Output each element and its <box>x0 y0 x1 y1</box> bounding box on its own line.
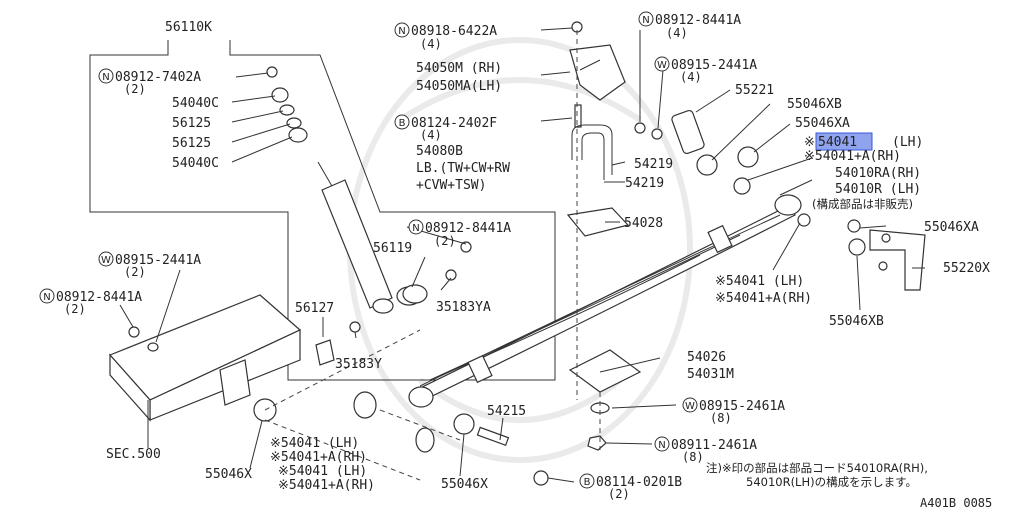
label-55046XB-right[interactable]: 55046XB <box>829 314 884 329</box>
label-08915-2441A-top[interactable]: 08915-2441A <box>671 58 757 73</box>
washer-symbol: W <box>101 255 111 266</box>
label-54026[interactable]: 54026 <box>687 350 726 365</box>
qty-08911-2461A: (8) <box>682 450 704 464</box>
group-outline <box>89 40 556 381</box>
leaf-spring <box>408 194 802 408</box>
label-54041-bl2[interactable]: ※54041 (LH) <box>278 464 367 479</box>
qty-08114-0201B: (2) <box>608 487 630 501</box>
front-hanger-hardware <box>128 241 549 486</box>
washer-symbol: W <box>685 401 695 412</box>
label-54050M[interactable]: 54050M (RH) <box>416 61 502 76</box>
label-54040C-lower[interactable]: 54040C <box>172 156 219 171</box>
label-54040C-upper[interactable]: 54040C <box>172 96 219 111</box>
label-55046XA-right[interactable]: 55046XA <box>924 220 979 235</box>
qty-08912-8441A-mid: (2) <box>434 234 456 248</box>
label-54010RA[interactable]: 54010RA(RH) <box>835 166 921 181</box>
label-54041-highlighted-side: (LH) <box>892 135 923 150</box>
label-56127[interactable]: 56127 <box>295 301 334 316</box>
frame-rail <box>108 294 302 422</box>
label-54041-bl1[interactable]: ※54041 (LH) <box>270 436 359 451</box>
mark-54041-hl: ※ <box>804 135 815 150</box>
upper-mount-stack <box>266 66 308 143</box>
nut-symbol: N <box>398 26 405 37</box>
footnote-line2: 54010R(LH)の構成を示します。 <box>746 475 917 489</box>
nut-symbol: N <box>658 440 665 451</box>
label-54031M[interactable]: 54031M <box>687 367 734 382</box>
label-54041A-bl1[interactable]: ※54041+A(RH) <box>270 450 367 465</box>
qty-08124-2402F: (4) <box>420 128 442 142</box>
label-55220X[interactable]: 55220X <box>943 261 990 276</box>
label-08915-2441A-left[interactable]: 08915-2441A <box>115 253 201 268</box>
leader-lines <box>119 27 925 483</box>
label-56125-b[interactable]: 56125 <box>172 136 211 151</box>
qty-08912-8441A-left: (2) <box>64 302 86 316</box>
label-55046X-left[interactable]: 55046X <box>205 467 252 482</box>
label-sec500[interactable]: SEC.500 <box>106 447 161 462</box>
dashed-guides <box>264 30 601 481</box>
footnote-line1: 注)※印の部品は部品コード54010RA(RH), <box>706 461 928 475</box>
label-54050MA[interactable]: 54050MA(LH) <box>416 79 502 94</box>
label-56110K[interactable]: 56110K <box>165 20 212 35</box>
label-54041-highlighted[interactable]: 54041 <box>818 135 857 150</box>
nut-symbol: N <box>642 15 649 26</box>
label-08912-8441A-left[interactable]: 08912-8441A <box>56 290 142 305</box>
diagram-id: A401B 0085 <box>920 496 992 510</box>
label-54041A-right[interactable]: ※54041+A(RH) <box>715 291 812 306</box>
label-54215[interactable]: 54215 <box>487 404 526 419</box>
washer-symbol: W <box>657 60 667 71</box>
label-54041A-bl2[interactable]: ※54041+A(RH) <box>278 478 375 493</box>
label-54080B[interactable]: 54080B <box>416 144 463 159</box>
label-55046XB-top[interactable]: 55046XB <box>787 97 842 112</box>
upper-right-bushings <box>634 109 759 195</box>
label-54219-a[interactable]: 54219 <box>634 157 673 172</box>
qty-08912-7402A: (2) <box>124 82 146 96</box>
label-08912-7402A[interactable]: 08912-7402A <box>115 70 201 85</box>
label-08124-2402F[interactable]: 08124-2402F <box>411 116 497 131</box>
selected-part-highlight <box>815 132 873 151</box>
label-54219-b[interactable]: 54219 <box>625 176 664 191</box>
qty-08918-6422A: (4) <box>420 37 442 51</box>
label-08912-8441A-mid[interactable]: 08912-8441A <box>425 221 511 236</box>
nut-symbol: N <box>102 72 109 83</box>
label-54041-right[interactable]: ※54041 (LH) <box>715 274 804 289</box>
label-56125-a[interactable]: 56125 <box>172 116 211 131</box>
nut-symbol: N <box>412 223 419 234</box>
label-54010R[interactable]: 54010R (LH) <box>835 182 921 197</box>
label-35183YA[interactable]: 35183YA <box>436 300 491 315</box>
label-08912-8441A-top[interactable]: 08912-8441A <box>655 13 741 28</box>
label-08114-0201B[interactable]: 08114-0201B <box>596 475 682 490</box>
qty-08915-2441A-left: (2) <box>124 265 146 279</box>
label-54080B-note1: LB.(TW+CW+RW <box>416 161 510 176</box>
qty-08912-8441A-top: (4) <box>666 26 688 40</box>
rear-shackle <box>797 213 926 291</box>
label-54080B-note2: +CVW+TSW) <box>416 178 486 193</box>
label-54010-note: (構成部品は非販売) <box>812 197 913 211</box>
qty-08915-2461A: (8) <box>710 411 732 425</box>
spring-mount-hardware <box>566 21 630 237</box>
bolt-symbol: B <box>399 118 406 129</box>
label-54028[interactable]: 54028 <box>624 216 663 231</box>
label-55046XA-top[interactable]: 55046XA <box>795 116 850 131</box>
label-08915-2461A[interactable]: 08915-2461A <box>699 399 785 414</box>
nut-lower <box>587 435 607 451</box>
bolt-symbol: B <box>584 477 591 488</box>
nut-symbol: N <box>43 292 50 303</box>
prefix-symbols <box>39 11 698 489</box>
qty-08915-2441A-top: (4) <box>680 70 702 84</box>
label-08911-2461A[interactable]: 08911-2461A <box>671 438 757 453</box>
shock-absorber <box>317 161 428 314</box>
label-55046X-mid[interactable]: 55046X <box>441 477 488 492</box>
label-35183Y[interactable]: 35183Y <box>335 357 382 372</box>
label-56119[interactable]: 56119 <box>373 241 412 256</box>
prefix-letters: N N B N W N W N W N B <box>43 15 695 488</box>
label-54041A-top[interactable]: ※54041+A(RH) <box>804 149 901 164</box>
label-55221[interactable]: 55221 <box>735 83 774 98</box>
label-08918-6422A[interactable]: 08918-6422A <box>411 24 497 39</box>
part-labels: 56110K 08912-7402A (2) 54040C 56125 5612… <box>56 13 992 510</box>
